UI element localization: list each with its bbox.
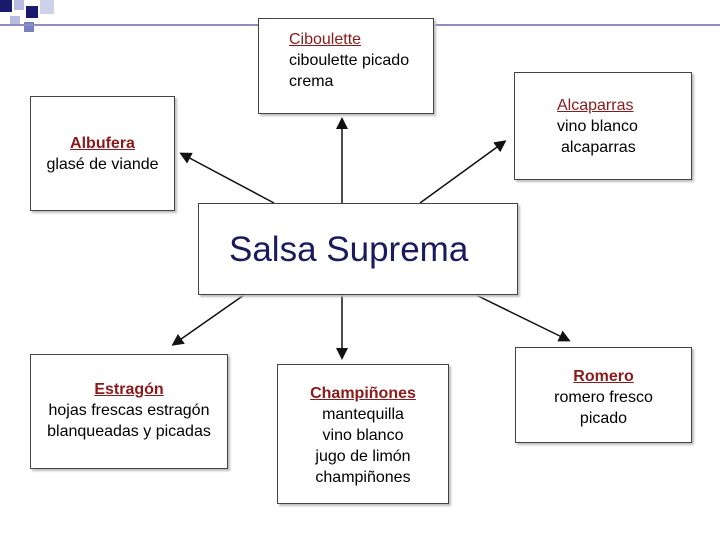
decoration-square	[40, 0, 54, 14]
arrow-to-alcaparras	[419, 140, 507, 204]
node-title: Alcaparras	[557, 97, 634, 114]
decoration-square	[0, 0, 12, 12]
node-line: jugo de limón	[315, 448, 411, 465]
node-title: Albufera	[70, 135, 135, 152]
center-title: Salsa Suprema	[229, 230, 469, 269]
arrow-to-romero	[475, 294, 571, 342]
decoration-square	[14, 0, 24, 10]
decoration-square	[24, 22, 34, 32]
decoration-square	[26, 6, 38, 18]
arrow-to-estragon	[171, 294, 245, 346]
node-line: vino blanco	[322, 427, 404, 444]
node-line: ciboulette picado	[289, 52, 410, 69]
node-line: vino blanco	[557, 118, 638, 135]
node-ciboulette: Ciboulette ciboulette picado crema	[258, 18, 434, 114]
node-line: alcaparras	[561, 139, 636, 156]
node-line: crema	[289, 73, 334, 90]
node-line: glasé de viande	[46, 156, 159, 173]
node-estragon: Estragón hojas frescas estragón blanquea…	[30, 354, 228, 469]
node-line: romero fresco	[554, 389, 653, 406]
node-champinones: Champiñones mantequilla vino blanco jugo…	[277, 364, 449, 504]
node-line: champiñones	[315, 469, 411, 486]
node-line: mantequilla	[322, 406, 404, 423]
center-node: Salsa Suprema	[198, 203, 518, 295]
node-title: Romero	[573, 368, 634, 385]
node-line: hojas frescas estragón	[48, 402, 210, 419]
node-romero: Romero romero fresco picado	[515, 347, 692, 443]
node-alcaparras: Alcaparras vino blanco alcaparras	[514, 72, 692, 180]
decoration-square	[10, 16, 20, 26]
node-title: Ciboulette	[289, 31, 362, 48]
arrow-to-albufera	[179, 152, 275, 204]
node-line: blanqueadas y picadas	[47, 423, 211, 440]
node-title: Estragón	[94, 381, 164, 398]
node-line: picado	[579, 410, 628, 427]
node-albufera: Albufera glasé de viande	[30, 96, 175, 211]
node-title: Champiñones	[310, 385, 416, 402]
